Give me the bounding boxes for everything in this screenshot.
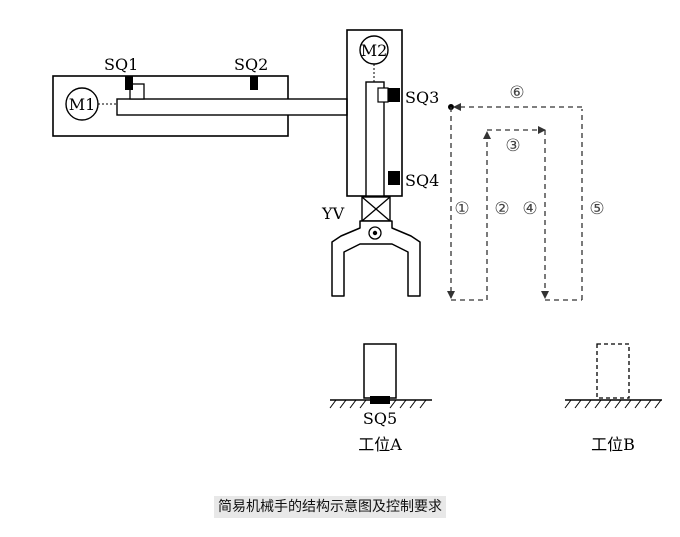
station-b-label: 工位B <box>591 435 635 454</box>
sq4-switch <box>388 171 400 185</box>
motion-path <box>447 103 583 301</box>
workpiece-a <box>363 343 397 399</box>
station-a-label: 工位A <box>358 435 402 454</box>
step-5-label: ⑤ <box>589 199 604 219</box>
sq2-label: SQ2 <box>234 55 268 74</box>
step-3-label: ③ <box>505 136 520 156</box>
station-a <box>329 343 432 409</box>
step-4-label: ④ <box>522 199 537 219</box>
yv-valve <box>361 196 391 222</box>
sq1-label: SQ1 <box>104 55 138 74</box>
step-1-label: ① <box>454 199 469 219</box>
station-b <box>564 343 662 409</box>
m2-label: M2 <box>361 41 388 60</box>
m2-motor: M2 <box>359 35 389 65</box>
step-6-label: ⑥ <box>509 83 524 103</box>
gripper-claw <box>331 220 421 297</box>
sq2-switch <box>250 76 258 90</box>
figure-caption: 简易机械手的结构示意图及控制要求 <box>214 496 446 518</box>
vertical-cylinder <box>346 29 403 197</box>
step-2-label: ② <box>494 199 509 219</box>
horizontal-cylinder <box>52 75 348 137</box>
m1-label: M1 <box>69 95 96 114</box>
sq5-label: SQ5 <box>363 409 397 428</box>
sq3-label: SQ3 <box>405 88 439 107</box>
workpiece-b <box>596 343 630 399</box>
m1-motor: M1 <box>65 87 99 121</box>
yv-label: YV <box>321 204 345 223</box>
sq4-label: SQ4 <box>405 171 439 190</box>
sq1-switch <box>125 76 133 90</box>
sq3-switch <box>388 88 400 102</box>
